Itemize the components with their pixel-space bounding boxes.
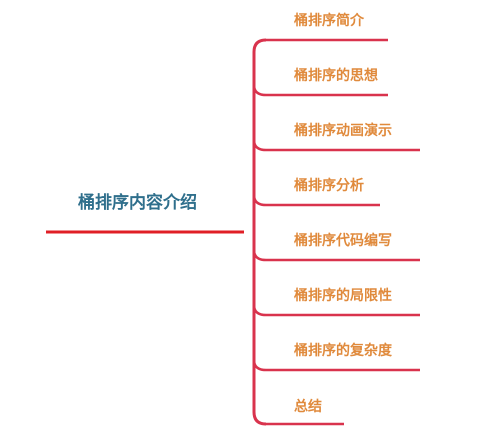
branch-bucket-sort-intro[interactable]: 桶排序简介 bbox=[294, 13, 364, 29]
branch-bucket-sort-animation[interactable]: 桶排序动画演示 bbox=[294, 123, 392, 139]
root-topic[interactable]: 桶排序内容介绍 bbox=[78, 193, 197, 213]
branch-connector bbox=[252, 304, 267, 317]
branch-spine bbox=[252, 38, 267, 426]
branch-connector bbox=[252, 84, 267, 97]
branch-connector bbox=[252, 194, 267, 207]
branch-connector bbox=[252, 359, 267, 372]
branch-connector bbox=[252, 139, 267, 152]
branch-bucket-sort-limits[interactable]: 桶排序的局限性 bbox=[294, 288, 392, 304]
branch-bucket-sort-complexity[interactable]: 桶排序的复杂度 bbox=[294, 343, 392, 359]
branch-connector bbox=[252, 249, 267, 262]
branch-bucket-sort-code[interactable]: 桶排序代码编写 bbox=[294, 233, 392, 249]
branch-summary[interactable]: 总结 bbox=[294, 399, 322, 415]
branch-bucket-sort-analysis[interactable]: 桶排序分析 bbox=[294, 178, 364, 194]
branch-bucket-sort-idea[interactable]: 桶排序的思想 bbox=[294, 68, 378, 84]
